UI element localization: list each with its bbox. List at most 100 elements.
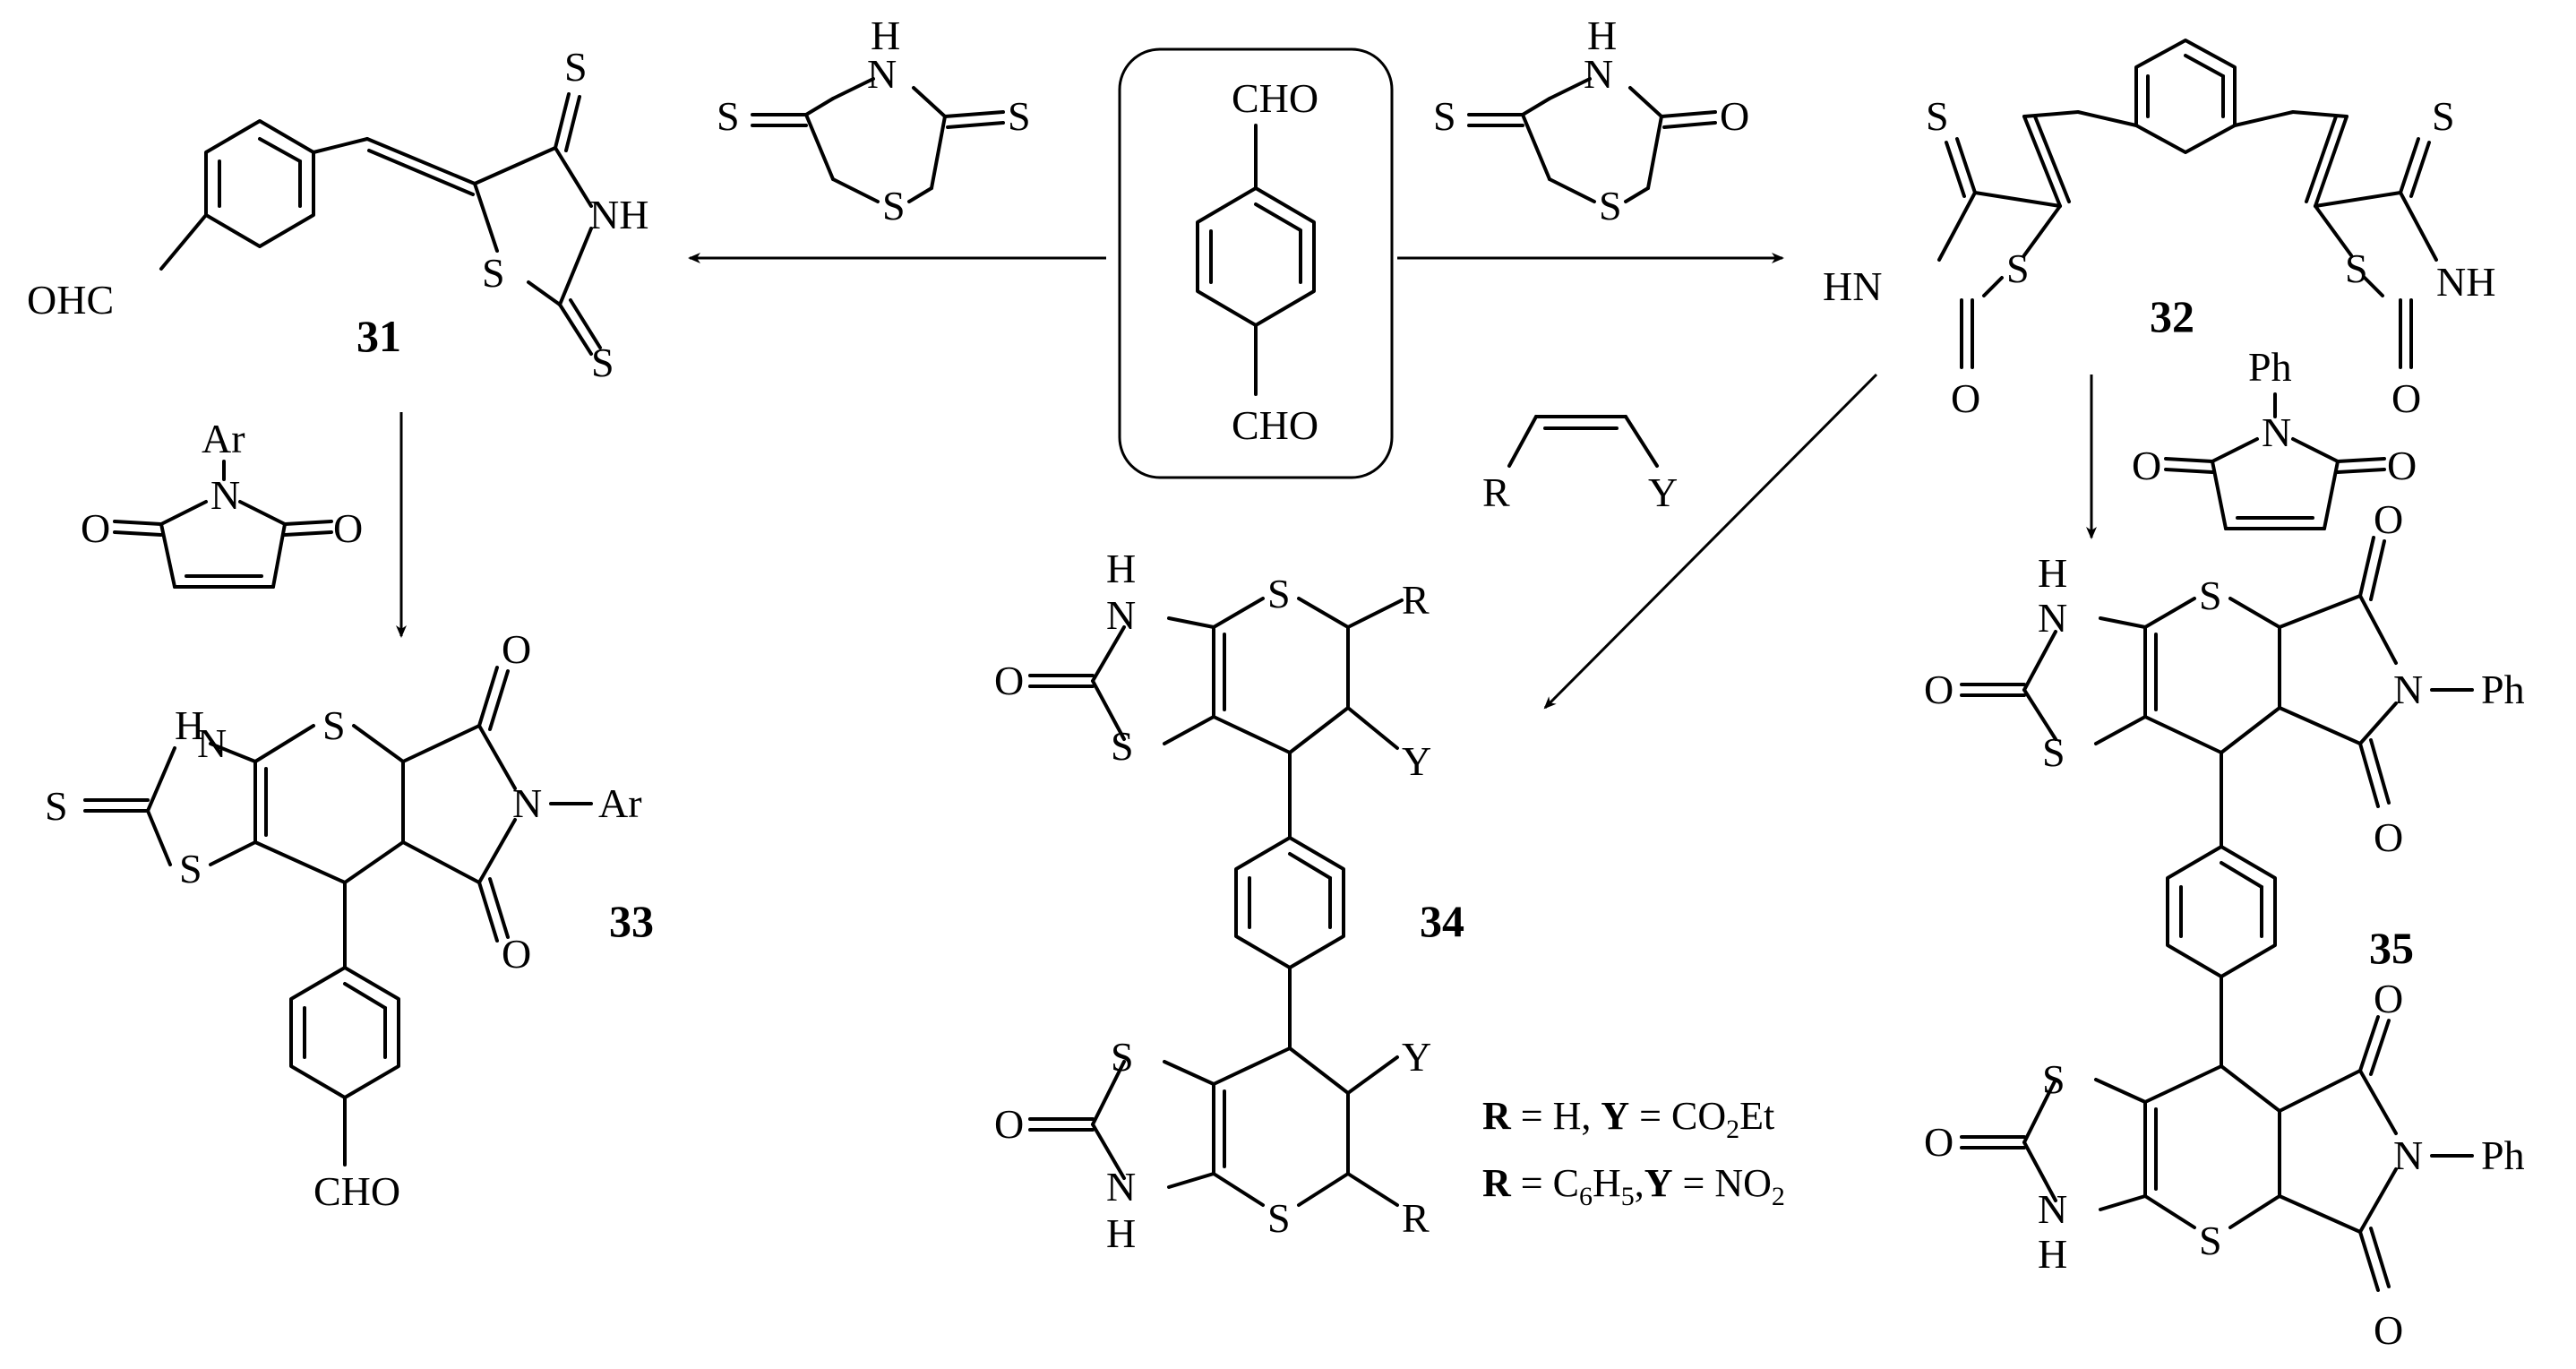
atom-s: S xyxy=(2042,1056,2065,1102)
atom-o: O xyxy=(994,1101,1024,1147)
y-label: Y xyxy=(1648,469,1678,515)
compound-label-31: 31 xyxy=(356,311,401,361)
starting-material-box xyxy=(1118,47,1394,479)
thioxothiazolidinone-reagent: H N S O S xyxy=(1433,13,1749,228)
atom-s: S xyxy=(1599,183,1622,228)
y-label: Y xyxy=(1402,738,1431,784)
atom-s: S xyxy=(717,93,740,139)
benzene-ring xyxy=(1196,186,1316,327)
atom-s: S xyxy=(2199,1218,2222,1263)
atom-o: O xyxy=(81,505,110,551)
atom-o: O xyxy=(2374,814,2403,860)
atom-h: H xyxy=(1106,1210,1136,1256)
legend-line-2: R = C6H5,Y = NO2 xyxy=(1482,1161,1785,1211)
atom-n: N xyxy=(2038,595,2067,641)
atom-n: N xyxy=(2038,1186,2067,1232)
atom-o: O xyxy=(502,626,531,672)
atom-h: H xyxy=(1587,13,1617,58)
atom-h: H xyxy=(175,702,204,748)
n-aryl-maleimide-reagent: Ar N O O xyxy=(81,416,363,589)
y-label: Y xyxy=(1402,1034,1431,1080)
cho-label: CHO xyxy=(313,1168,400,1214)
atom-s: S xyxy=(1926,93,1949,139)
r-label: R xyxy=(1402,577,1430,623)
atom-nh: NH xyxy=(589,192,648,237)
atom-s: S xyxy=(1111,723,1134,769)
atom-n: N xyxy=(1584,51,1613,97)
atom-o: O xyxy=(502,931,531,977)
compound-label-33: 33 xyxy=(609,896,654,946)
atom-o: O xyxy=(1720,93,1749,139)
atom-n: N xyxy=(1106,1164,1136,1210)
atom-s: S xyxy=(1008,93,1031,139)
atom-n: N xyxy=(512,780,542,826)
n-phenyl-maleimide-reagent: Ph N O O xyxy=(2132,344,2417,530)
terephthalaldehyde-structure: CHO CHO xyxy=(1118,47,1394,479)
atom-n: N xyxy=(1106,592,1136,638)
atom-n: N xyxy=(2262,409,2291,455)
atom-s: S xyxy=(1111,1034,1134,1080)
trithione-reagent: H N S S S xyxy=(717,13,1031,228)
atom-h: H xyxy=(2038,1231,2067,1277)
r-label: R xyxy=(1402,1195,1430,1241)
ph-label: Ph xyxy=(2248,344,2292,390)
atom-o: O xyxy=(2374,496,2403,542)
atom-nh: NH xyxy=(2436,259,2495,305)
compound-label-35: 35 xyxy=(2369,923,2414,973)
atom-o: O xyxy=(2374,1307,2403,1353)
atom-h: H xyxy=(2038,550,2067,596)
atom-s: S xyxy=(2042,729,2065,775)
alkene-reagent: R Y xyxy=(1482,415,1678,515)
atom-n: N xyxy=(2393,1132,2423,1178)
compound-33-structure: H N S S S O O N Ar CHO 33 xyxy=(45,626,654,1214)
atom-h: H xyxy=(1106,546,1136,591)
ohc-label: OHC xyxy=(27,277,114,323)
atom-o: O xyxy=(1924,1119,1953,1165)
ar-label: Ar xyxy=(598,780,642,826)
atom-o: O xyxy=(1924,667,1953,712)
compound-35-structure: H N S S O O N Ph O 35 O S O N Ph N H S O xyxy=(1924,496,2525,1353)
atom-o: O xyxy=(333,505,363,551)
atom-hn: HN xyxy=(1823,263,1882,309)
compound-32-structure: S HN S O S NH S O 32 xyxy=(1823,39,2495,421)
arrow-32-to-34 xyxy=(1543,373,1878,710)
benzene-ring xyxy=(2166,845,2277,978)
r-label: R xyxy=(1482,469,1510,515)
compound-label-32: 32 xyxy=(2150,291,2194,341)
atom-s: S xyxy=(1267,1195,1291,1241)
benzene-ring xyxy=(289,966,400,1099)
substituent-legend: R = H, Y = CO2Et R = C6H5,Y = NO2 xyxy=(1482,1094,1785,1211)
atom-n: N xyxy=(867,51,897,97)
atom-s: S xyxy=(2199,573,2222,618)
atom-s: S xyxy=(322,702,346,748)
atom-s: S xyxy=(2006,245,2030,291)
cho-bottom-label: CHO xyxy=(1232,402,1318,448)
compound-34-structure: H N S R Y S O S O Y N H S R 34 xyxy=(994,546,1464,1256)
atom-n: N xyxy=(2393,667,2423,712)
legend-line-1: R = H, Y = CO2Et xyxy=(1482,1094,1774,1144)
cho-top-label: CHO xyxy=(1232,75,1318,121)
ph-label: Ph xyxy=(2481,667,2525,712)
ar-label: Ar xyxy=(202,416,245,461)
atom-o: O xyxy=(2374,976,2403,1021)
atom-s: S xyxy=(882,183,906,228)
atom-s: S xyxy=(2432,93,2455,139)
atom-o: O xyxy=(2132,443,2161,488)
benzene-ring xyxy=(2134,39,2237,154)
atom-o: O xyxy=(994,658,1024,703)
atom-s: S xyxy=(1267,571,1291,616)
atom-s: S xyxy=(45,783,68,829)
atom-n: N xyxy=(197,720,227,766)
atom-o: O xyxy=(2387,443,2417,488)
atom-s: S xyxy=(564,44,588,90)
atom-h: H xyxy=(871,13,900,58)
atom-o: O xyxy=(2391,375,2421,421)
atom-n: N xyxy=(210,472,240,518)
atom-s: S xyxy=(179,846,202,891)
atom-s: S xyxy=(482,250,505,296)
atom-s: S xyxy=(2345,245,2368,291)
atom-s: S xyxy=(1433,93,1456,139)
benzene-ring xyxy=(1234,836,1345,969)
ph-label: Ph xyxy=(2481,1132,2525,1178)
